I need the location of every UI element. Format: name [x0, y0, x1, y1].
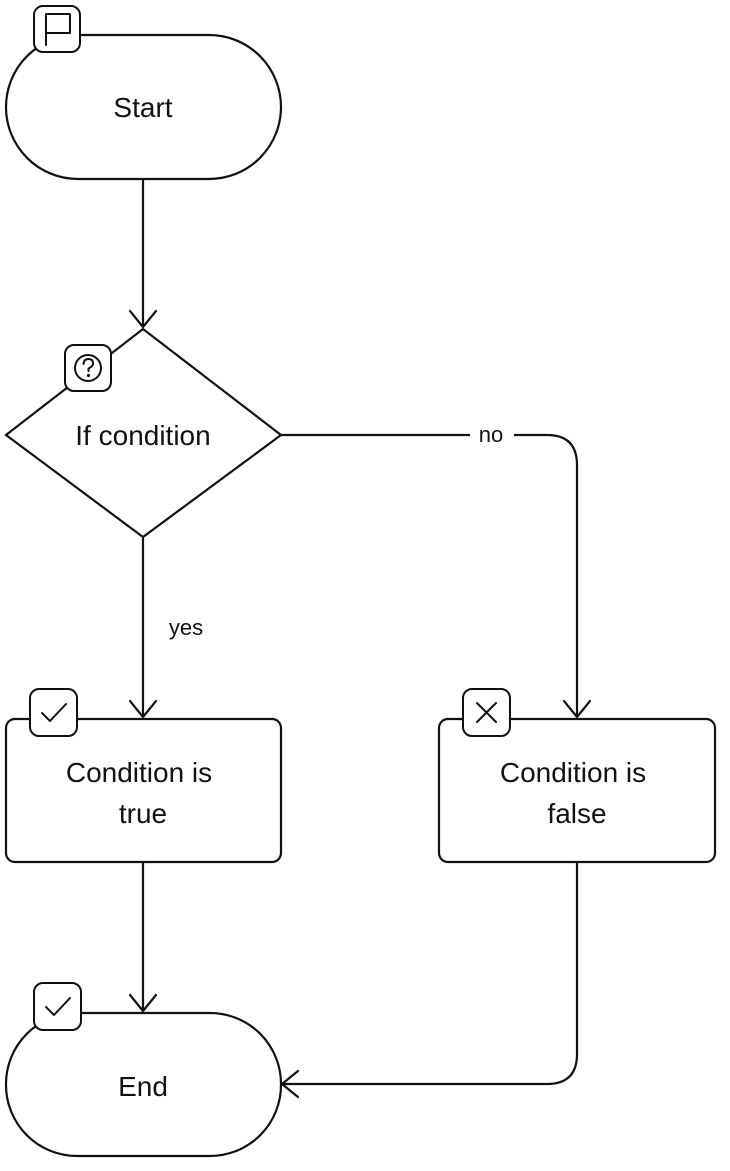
node-decision[interactable]: If condition: [4, 327, 283, 539]
edge-label-yes: yes: [169, 615, 203, 640]
node-condition-false-line1: Condition is: [500, 757, 646, 788]
edge-label-no: no: [479, 422, 503, 447]
node-start[interactable]: Start: [4, 33, 283, 181]
check-icon: [33, 982, 82, 1031]
node-condition-true-line1: Condition is: [66, 757, 212, 788]
edge-decision-to-true: [128, 537, 158, 719]
edge-false-to-end: [280, 862, 579, 1099]
node-condition-true[interactable]: Condition is true: [4, 717, 283, 864]
edge-true-to-end: [128, 862, 158, 1013]
question-icon: [64, 344, 112, 392]
node-start-label: Start: [113, 92, 172, 123]
node-condition-false-line2: false: [547, 798, 606, 829]
check-icon: [29, 688, 78, 737]
node-end-label: End: [118, 1071, 168, 1102]
close-icon: [462, 688, 511, 737]
flag-icon: [33, 5, 81, 53]
edge-decision-to-false: [281, 433, 592, 719]
node-end[interactable]: End: [4, 1011, 283, 1158]
node-condition-false[interactable]: Condition is false: [437, 717, 717, 864]
node-decision-label: If condition: [75, 420, 210, 451]
edge-start-to-decision: [128, 179, 158, 329]
node-condition-true-line2: true: [119, 798, 167, 829]
